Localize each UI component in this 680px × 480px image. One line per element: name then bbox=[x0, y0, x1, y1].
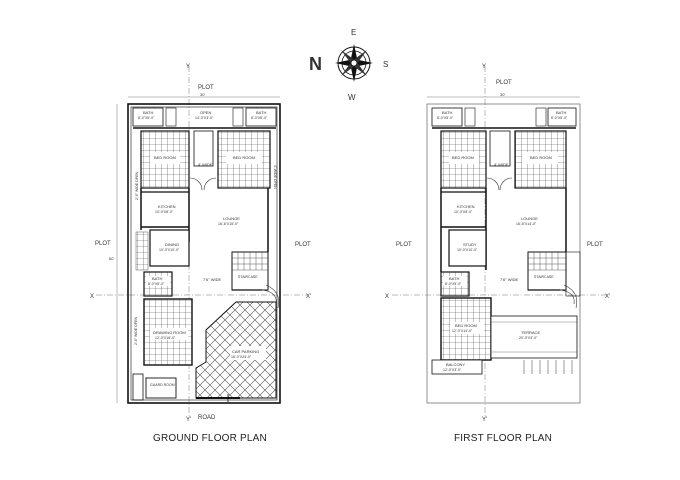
gf-plot-left: PLOT bbox=[95, 241, 111, 247]
ff-room-bath-1-dim: 8'-0"X5'-0" bbox=[437, 116, 454, 120]
ff-dim-top: 30' bbox=[500, 92, 505, 97]
ff-room-bath-2: BATH bbox=[556, 110, 566, 115]
ff-axis-x-prime: X' bbox=[605, 294, 610, 300]
gf-plot-top: PLOT bbox=[198, 85, 214, 91]
ground-floor-title: GROUND FLOOR PLAN bbox=[153, 433, 267, 444]
gf-room-drawing-dim: 12'-0"X16'-0" bbox=[155, 336, 176, 340]
gf-wide-4: 4' WIDE bbox=[198, 162, 213, 167]
ff-bed-right-label: BED ROOM bbox=[530, 155, 552, 160]
compass-south-label: S bbox=[383, 60, 388, 69]
ff-room-lounge: LOUNGE bbox=[521, 216, 538, 221]
gf-room-open-dim: 14'-0"X3'-0" bbox=[195, 116, 214, 120]
ff-plot-top: PLOT bbox=[496, 80, 512, 86]
ff-room-study-dim: 10'-0"X10'-0" bbox=[457, 248, 478, 252]
gf-staircase-label: STAIRCASE bbox=[238, 275, 258, 279]
compass-east-label: E bbox=[351, 28, 356, 37]
gf-open-right: 4'-WIDE OPEN bbox=[273, 165, 277, 189]
ff-room-balcony-dim: 12'-0"X3'-0" bbox=[443, 368, 462, 372]
gf-axis-x: X bbox=[90, 294, 94, 300]
ff-room-balcony: BALCONY bbox=[446, 362, 465, 367]
ff-staircase bbox=[527, 251, 578, 309]
first-floor-plan: Y Y' X X' 30' PLOT PLOT PLOT bbox=[385, 64, 610, 423]
compass-north-label: N bbox=[309, 54, 322, 74]
ff-axis-x: X bbox=[385, 294, 389, 300]
gf-bed-left-label: BED ROOM bbox=[154, 155, 176, 160]
ff-room-bedroom-lower-dim: 12'-0"X14'-0" bbox=[452, 329, 473, 333]
ff-room-bath-3-dim: 8'-0"X5'-0" bbox=[445, 282, 462, 286]
gf-room-lounge: LOUNGE bbox=[223, 216, 240, 221]
compass-west-label: W bbox=[348, 93, 356, 102]
gf-room-open: OPEN bbox=[200, 110, 211, 115]
gf-room-bath-3: BATH bbox=[152, 276, 162, 281]
ff-plot-right: PLOT bbox=[587, 242, 603, 248]
gf-bed-right-label: BED ROOM bbox=[233, 155, 255, 160]
ff-room-kitchen: KITCHEN bbox=[457, 204, 475, 209]
gf-dim-side: 60' bbox=[109, 256, 114, 261]
first-floor-title: FIRST FLOOR PLAN bbox=[454, 433, 553, 444]
gf-axis-y-prime: Y' bbox=[186, 417, 191, 423]
ff-axis-y: Y bbox=[482, 64, 486, 70]
gf-open-side-2: 2'-6" WIDE OPEN bbox=[134, 317, 138, 345]
ground-floor-plan: Y Y' X X' 30' 60' PLOT PLOT PLOT ROAD bbox=[90, 64, 311, 423]
ff-wide-4: 4' WIDE bbox=[494, 162, 509, 167]
ff-room-study: STUDY bbox=[463, 242, 477, 247]
compass-rose: N E S W bbox=[309, 28, 388, 102]
ff-axis-y-prime: Y' bbox=[482, 417, 487, 423]
ff-room-bedroom-lower: BED ROOM bbox=[455, 323, 477, 328]
ff-room-bath-3: BATH bbox=[449, 276, 459, 281]
ff-room-kitchen-dim: 10'-0"X8'-0" bbox=[454, 210, 473, 214]
gf-room-kitchen: KITCHEN bbox=[158, 204, 176, 209]
gf-room-bath-1-dim: 8'-0"X5'-0" bbox=[138, 116, 155, 120]
ff-wide-7: 7'6" WIDE bbox=[500, 277, 519, 282]
gf-room-dining-dim: 10'-0"X10'-0" bbox=[159, 248, 180, 252]
gf-room-bath-1: BATH bbox=[143, 110, 153, 115]
ff-terrace bbox=[490, 315, 578, 359]
ff-staircase-label: STAIRCASE bbox=[534, 275, 554, 279]
gf-room-kitchen-dim: 10'-0"X8'-0" bbox=[155, 210, 174, 214]
gf-wide-7: 7'6" WIDE bbox=[203, 277, 222, 282]
gf-guard-room: GUARD ROOM bbox=[150, 383, 175, 387]
gf-room-car-parking: CAR PARKING bbox=[232, 349, 259, 354]
gf-open-side: 2'-6" WIDE OPEN bbox=[135, 172, 139, 200]
gf-dim-top: 30' bbox=[200, 92, 205, 97]
gf-room-bath-2-dim: 8'-0"X5'-0" bbox=[251, 116, 268, 120]
ff-plot-left: PLOT bbox=[396, 242, 412, 248]
ff-balcony bbox=[431, 359, 483, 375]
gf-staircase bbox=[231, 251, 280, 309]
gf-room-bath-2: BATH bbox=[256, 110, 266, 115]
gf-axis-y: Y bbox=[186, 64, 190, 70]
ff-room-terrace-dim: 20'-0"X3'-0" bbox=[519, 336, 538, 340]
gf-room-drawing: DRAWING ROOM bbox=[153, 330, 186, 335]
gf-room-dining: DINING bbox=[165, 242, 179, 247]
ff-bed-left-label: BED ROOM bbox=[452, 155, 474, 160]
gf-room-lounge-dim: 16'-6"X15'-0" bbox=[218, 222, 239, 226]
gf-axis-x-prime: X' bbox=[306, 294, 311, 300]
ff-room-terrace: TERRACE bbox=[521, 330, 540, 335]
gf-road: ROAD bbox=[198, 415, 216, 421]
gf-room-bath-3-dim: 8'-0"X5'-0" bbox=[148, 282, 165, 286]
ff-room-bath-1: BATH bbox=[442, 110, 452, 115]
gf-plot-right: PLOT bbox=[295, 242, 311, 248]
gf-dining bbox=[149, 229, 190, 267]
ff-room-lounge-dim: 16'-6"X14'-0" bbox=[516, 222, 537, 226]
ff-room-bath-2-dim: 8'-0"X5'-0" bbox=[551, 116, 568, 120]
ff-study bbox=[448, 229, 487, 267]
gf-room-car-parking-dim: 16'-0"X24'-0" bbox=[231, 355, 252, 359]
